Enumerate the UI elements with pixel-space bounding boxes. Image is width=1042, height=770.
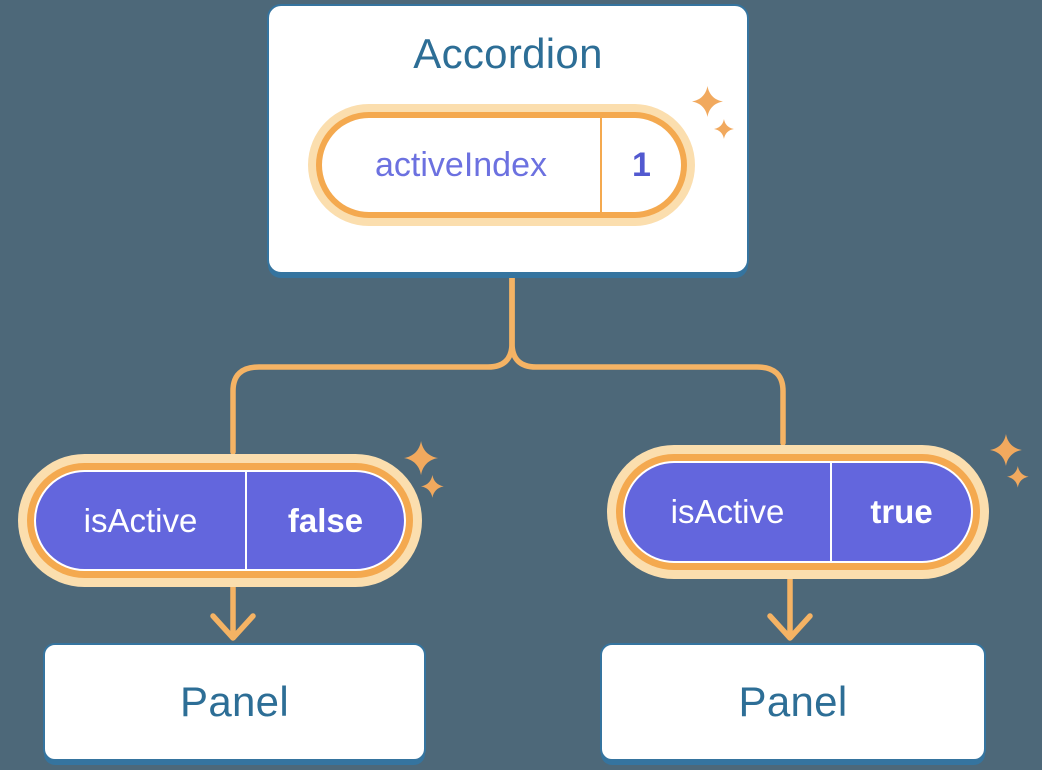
state-label: activeIndex bbox=[375, 145, 547, 184]
branch-line-right bbox=[509, 275, 786, 446]
active-index-pill: activeIndex 1 bbox=[322, 118, 681, 212]
is-active-pill-left: isActive false bbox=[34, 470, 406, 571]
pill-divider bbox=[245, 472, 247, 569]
prop-value: false bbox=[287, 501, 364, 539]
panel-box-left: Panel bbox=[43, 643, 426, 761]
prop-value: true bbox=[870, 493, 933, 530]
prop-label: isActive bbox=[83, 501, 198, 539]
panel-title: Panel bbox=[738, 678, 848, 725]
panel-title: Panel bbox=[180, 678, 289, 725]
pill-divider bbox=[600, 118, 602, 212]
is-active-pill-right: isActive true bbox=[623, 461, 973, 563]
accordion-title: Accordion bbox=[413, 30, 603, 77]
branch-line-left bbox=[230, 275, 515, 455]
pill-divider bbox=[830, 463, 832, 561]
arrow-right bbox=[767, 572, 813, 641]
arrow-left bbox=[210, 580, 256, 641]
prop-label: isActive bbox=[670, 493, 785, 530]
sparkle-icon bbox=[990, 434, 1029, 488]
panel-box-right: Panel bbox=[600, 643, 986, 761]
sparkle-icon bbox=[404, 441, 444, 498]
state-value: 1 bbox=[632, 145, 651, 184]
